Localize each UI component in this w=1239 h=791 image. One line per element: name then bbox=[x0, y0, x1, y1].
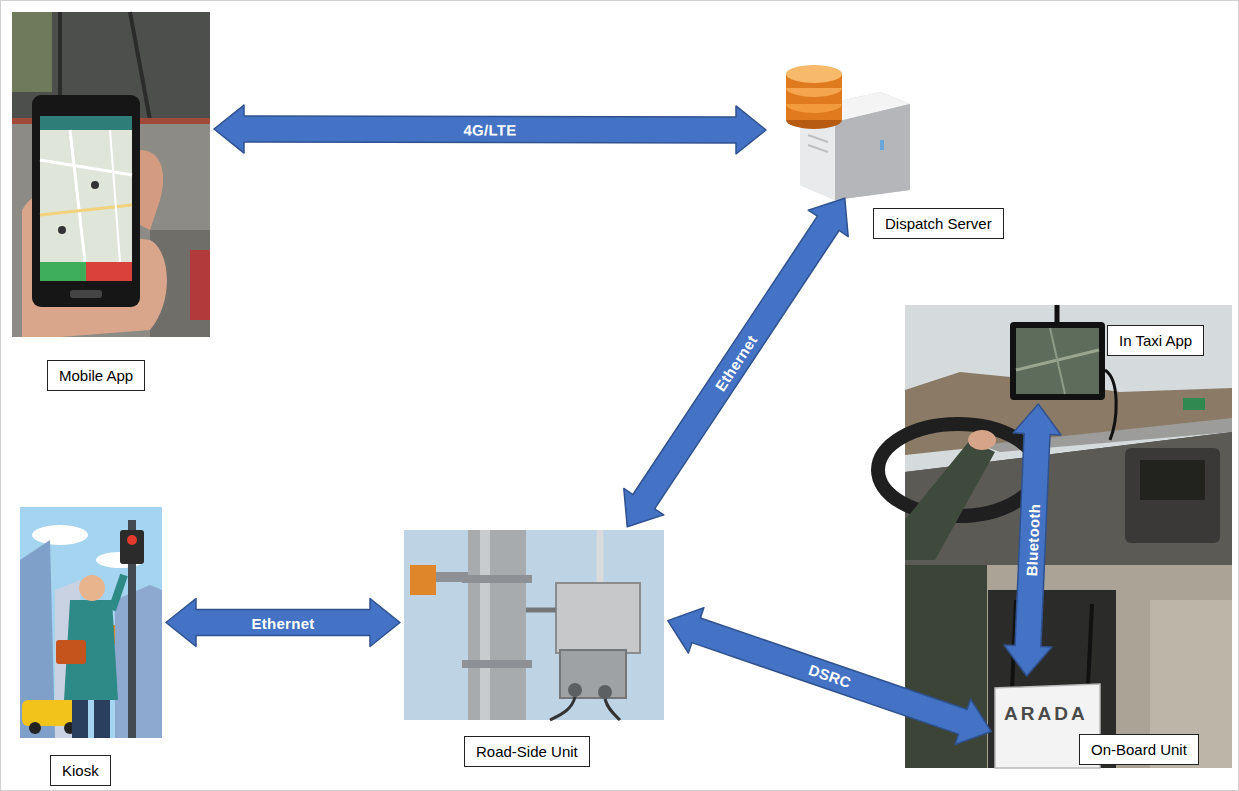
roadside-unit-photo-part bbox=[480, 530, 490, 720]
phone-photo bbox=[12, 12, 210, 337]
kiosk-cartoon-part bbox=[120, 530, 144, 564]
server-icon bbox=[786, 65, 910, 200]
roadside-unit-photo-part bbox=[436, 572, 468, 582]
phone-photo-part bbox=[12, 12, 210, 337]
phone-photo-part bbox=[91, 181, 99, 189]
phone-photo-part bbox=[190, 250, 210, 320]
roadside-unit-photo-part bbox=[526, 608, 556, 613]
taxi-interior-photo-part bbox=[905, 432, 1232, 565]
node-label-box: Kiosk bbox=[50, 755, 111, 786]
connector-label: 4G/LTE bbox=[463, 121, 516, 138]
phone-photo-part bbox=[58, 226, 66, 234]
phone-photo-part bbox=[40, 116, 132, 130]
phone-photo-part bbox=[40, 205, 132, 215]
kiosk-cartoon-part bbox=[32, 525, 88, 545]
node-label: Dispatch Server bbox=[885, 215, 992, 232]
roadside-unit-photo-part bbox=[462, 575, 532, 583]
kiosk-cartoon-part bbox=[115, 585, 162, 738]
connector-label: Ethernet bbox=[251, 614, 314, 631]
node-label-box: Road-Side Unit bbox=[464, 736, 590, 767]
node-label: On-Board Unit bbox=[1091, 741, 1187, 758]
taxi-interior-photo-part bbox=[905, 565, 1232, 768]
node-label-box: Dispatch Server bbox=[873, 208, 1004, 239]
device-brand-text: ARADA bbox=[1004, 703, 1088, 725]
kiosk-cartoon-part bbox=[79, 575, 105, 601]
roadside-unit-photo-part bbox=[605, 699, 620, 720]
taxi-interior-photo-part bbox=[1010, 322, 1105, 400]
phone-photo-part bbox=[40, 262, 86, 281]
roadside-unit-photo-part bbox=[568, 683, 582, 697]
server-icon-part bbox=[880, 140, 884, 150]
taxi-interior-photo-part bbox=[905, 305, 1232, 768]
node-label: In Taxi App bbox=[1119, 332, 1192, 349]
phone-photo-part bbox=[70, 290, 102, 298]
roadside-unit-photo bbox=[404, 530, 664, 720]
roadside-unit-photo-part bbox=[598, 685, 612, 699]
taxi-interior-photo-part bbox=[1105, 370, 1116, 440]
kiosk-cartoon-part bbox=[56, 640, 86, 664]
connector-label: Bluetooth bbox=[1022, 503, 1042, 576]
server-icon-part bbox=[835, 104, 910, 200]
connector-arrow bbox=[624, 198, 848, 526]
node-label: Kiosk bbox=[62, 762, 99, 779]
phone-photo-part bbox=[32, 95, 140, 307]
kiosk-cartoon bbox=[20, 507, 162, 738]
roadside-unit-photo-part bbox=[410, 565, 436, 595]
node-label: Road-Side Unit bbox=[476, 743, 578, 760]
server-icon-part bbox=[808, 145, 828, 152]
connector-arrow bbox=[1004, 404, 1061, 676]
phone-photo-part bbox=[140, 150, 163, 230]
node-label: Mobile App bbox=[59, 367, 133, 384]
node-label-box: Mobile App bbox=[47, 360, 145, 391]
kiosk-cartoon-part bbox=[72, 700, 88, 738]
kiosk-cartoon-part bbox=[94, 700, 110, 738]
phone-photo-part bbox=[70, 130, 85, 262]
roadside-unit-photo-part bbox=[597, 530, 604, 585]
component-node: Mobile App bbox=[12, 12, 210, 337]
server-icon-part bbox=[808, 135, 828, 142]
roadside-unit-photo-part bbox=[468, 530, 526, 720]
kiosk-cartoon-part bbox=[127, 535, 137, 545]
kiosk-cartoon-part bbox=[20, 507, 162, 738]
phone-photo-part bbox=[40, 116, 132, 281]
connector-arrow bbox=[668, 608, 991, 745]
roadside-unit-photo-part bbox=[550, 697, 575, 720]
kiosk-cartoon-part bbox=[29, 722, 41, 734]
taxi-interior-photo-part bbox=[1183, 398, 1205, 410]
taxi-interior-photo-part bbox=[968, 430, 996, 450]
roadside-unit-photo-part bbox=[556, 583, 640, 653]
component-node: Road-Side Unit bbox=[404, 530, 664, 720]
connector-arrow bbox=[214, 105, 766, 154]
server-icon-part bbox=[786, 65, 842, 83]
connector-arrow bbox=[166, 599, 400, 647]
kiosk-cartoon-part bbox=[112, 575, 124, 610]
phone-photo-part bbox=[40, 160, 132, 175]
node-label-box: In Taxi App bbox=[1107, 325, 1204, 356]
component-node: Kiosk bbox=[20, 507, 162, 738]
roadside-unit-photo-part bbox=[462, 660, 532, 668]
phone-photo-part bbox=[86, 262, 132, 281]
taxi-interior-photo-part bbox=[1140, 460, 1205, 500]
component-node: In Taxi App bbox=[1010, 322, 1105, 400]
taxi-interior-photo-part bbox=[1055, 305, 1060, 322]
taxi-interior-photo-part bbox=[1050, 328, 1065, 394]
taxi-interior-photo-part bbox=[905, 440, 995, 560]
roadside-unit-photo-part bbox=[404, 530, 664, 720]
phone-photo-part bbox=[110, 130, 120, 262]
taxi-interior-photo-part bbox=[1088, 604, 1092, 686]
roadside-unit-photo-part bbox=[560, 650, 626, 698]
taxi-interior-photo-part bbox=[1016, 328, 1099, 394]
phone-photo-part bbox=[12, 12, 52, 92]
taxi-interior-photo-part bbox=[1125, 448, 1220, 543]
component-node: Dispatch Server bbox=[770, 70, 910, 195]
node-label-box: On-Board Unit bbox=[1079, 734, 1199, 765]
